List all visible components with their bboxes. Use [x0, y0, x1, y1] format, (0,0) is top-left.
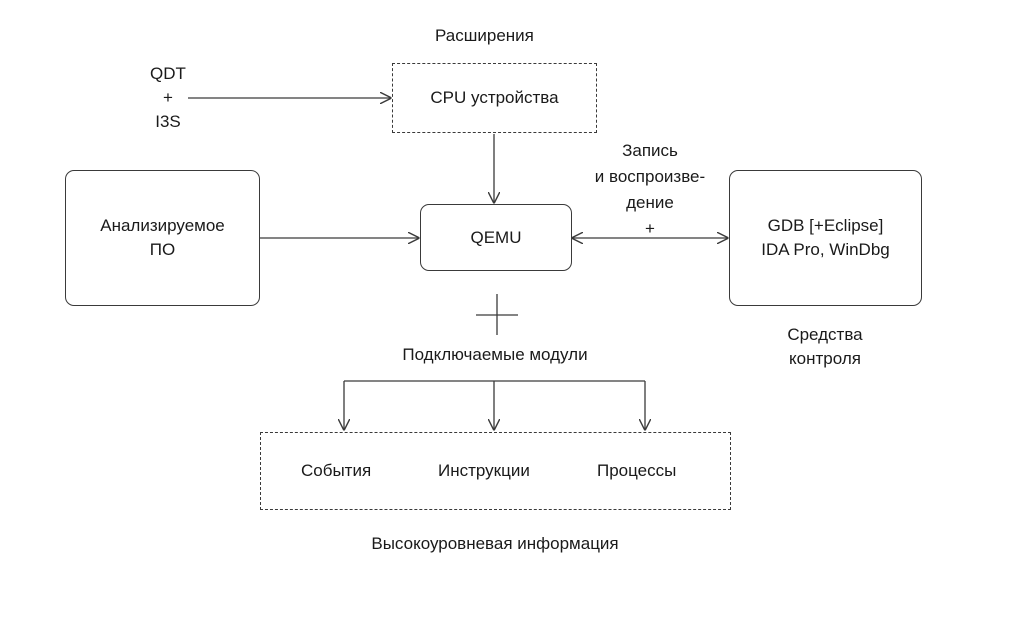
qemu-label: QEMU: [470, 227, 522, 247]
plugins-title: Подключаемые модули: [402, 345, 588, 364]
record-line2: и воспроизве-: [594, 167, 706, 186]
cpu-devices-label: CPU устройства: [430, 88, 559, 107]
cpu-devices-box: CPU устройства: [392, 63, 597, 133]
instructions-label: Инструкции: [438, 461, 530, 480]
qdt-line2: +: [163, 88, 173, 107]
qemu-box: QEMU: [420, 204, 572, 271]
highlevel-info-box: События Инструкции Процессы: [260, 432, 731, 510]
analyzed-line1: Анализируемое: [100, 216, 225, 235]
processes-label: Процессы: [597, 461, 677, 480]
control-line1: Средства: [787, 325, 863, 344]
highlevel-info-title: Высокоуровневая информация: [371, 534, 619, 553]
record-line1: Запись: [622, 141, 678, 160]
qdt-line1: QDT: [150, 64, 186, 83]
analyzed-software-box: Анализируемое ПО: [65, 170, 260, 306]
qdt-line3: I3S: [155, 112, 181, 131]
events-label: События: [301, 461, 372, 480]
control-tools-label: Средства контроля: [765, 323, 885, 371]
extensions-title: Расширения: [435, 26, 534, 45]
debuggers-box: GDB [+Eclipse] IDA Pro, WinDbg: [729, 170, 922, 306]
qdt-label: QDT + I3S: [138, 62, 198, 134]
record-line3: дение: [626, 193, 674, 212]
control-line2: контроля: [789, 349, 861, 368]
debuggers-line2: IDA Pro, WinDbg: [761, 240, 890, 259]
analyzed-line2: ПО: [149, 240, 176, 259]
debuggers-line1: GDB [+Eclipse]: [767, 216, 884, 235]
record-replay-label: Запись и воспроизве- дение +: [570, 138, 730, 242]
record-line4: +: [645, 219, 655, 238]
